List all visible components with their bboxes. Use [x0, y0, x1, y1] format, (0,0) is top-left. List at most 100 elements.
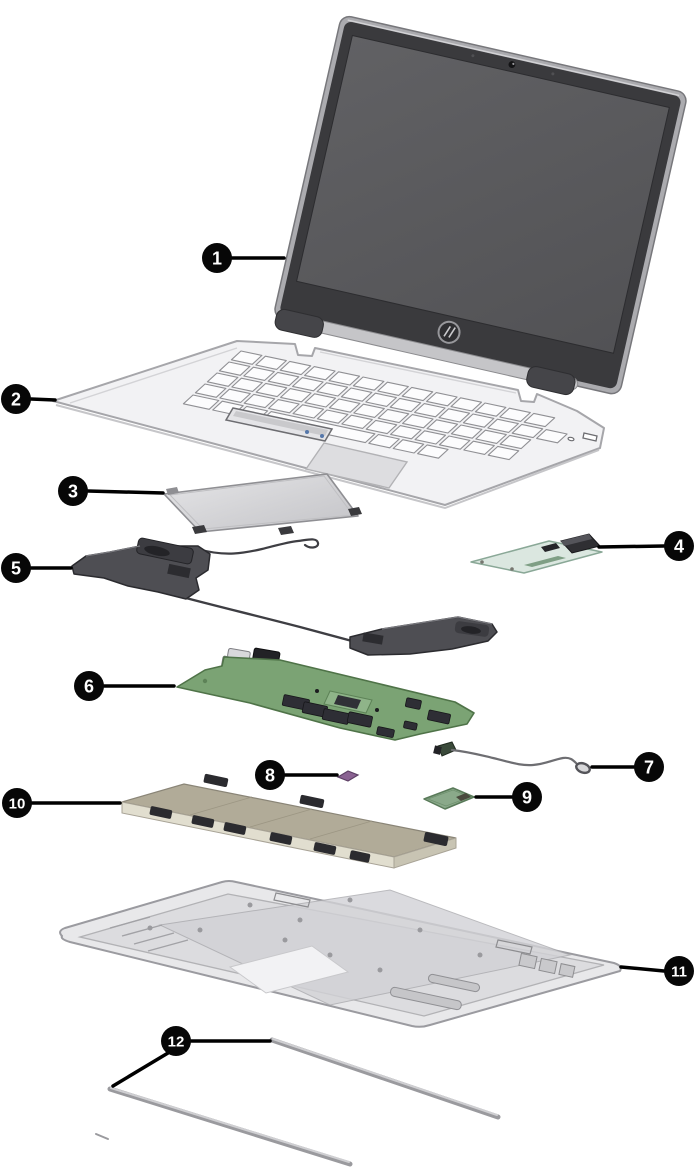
callout-number: 3: [68, 481, 78, 501]
keyboard-key: [487, 445, 520, 461]
keyboard-key: [475, 429, 507, 444]
speaker-kit: [71, 537, 498, 656]
touchpad-clip-1: [192, 525, 207, 534]
foot-strip-1-highlight: [272, 1038, 498, 1116]
keyboard-key: [267, 371, 300, 387]
io-usb-connector-top: [561, 534, 592, 546]
keyboard-key: [255, 355, 287, 370]
hp-logo-icon: [437, 320, 461, 344]
keyboard-key: [231, 377, 263, 392]
callout-balloon: [74, 671, 104, 701]
bottom-cover-screw-bosses: [147, 897, 483, 973]
keyboard-key: [390, 425, 422, 440]
keyboard-key: [536, 429, 568, 444]
touchpad-clip-3: [348, 507, 362, 516]
top-cover-with-keyboard: [52, 340, 605, 510]
bottom-cover-hinge-cutouts: [273, 892, 533, 955]
callout-balloon: [512, 782, 542, 812]
top-cover-thickness-edge: [55, 404, 600, 510]
stray-mark: [95, 1133, 109, 1140]
callout-number: 8: [265, 765, 275, 785]
keyboard-key: [182, 394, 220, 410]
cable-wire: [450, 748, 578, 767]
lid-rim-highlight: [347, 19, 680, 97]
speaker-left: [71, 537, 211, 600]
callout-system-board: 6: [74, 671, 176, 701]
keyboard-key: [255, 382, 288, 398]
callout-battery: 10: [2, 788, 122, 818]
keyboard-key: [426, 392, 458, 407]
keyboard-key: [487, 418, 519, 433]
keyboard-key: [389, 397, 422, 413]
callout-number: 1: [212, 248, 222, 268]
keyboard-key: [377, 408, 410, 424]
keyboard-key: [499, 407, 531, 422]
keyboard-key: [450, 424, 483, 439]
callout-touchpad: 3: [58, 476, 165, 506]
callout-rubber-foot-strips: 12: [111, 1026, 272, 1088]
keyboard-key: [368, 433, 400, 449]
top-cover-inner-lip: [69, 347, 517, 404]
keyboard-key: [206, 372, 239, 387]
bottom-cover-label-area: [228, 945, 350, 994]
callout-balloon: [161, 1026, 191, 1056]
keyboard-key: [450, 397, 483, 412]
keyboard-cable-window: [224, 407, 334, 442]
speaker-left-tab: [167, 563, 191, 579]
callout-balloon: [202, 243, 232, 273]
keyboard-key: [304, 393, 337, 408]
callout-number: 12: [168, 1033, 185, 1050]
keyboard-key: [414, 403, 446, 418]
callout-leader-line: [29, 397, 57, 402]
mic-dot-left: [471, 54, 475, 58]
bottom-cover-bar-1: [389, 986, 462, 1011]
keyboard-key: [316, 409, 349, 424]
callout-balloon: [2, 788, 32, 818]
touchpad-recess: [304, 442, 409, 489]
bottom-cover-port-block: [518, 952, 576, 978]
keyboard-key: [523, 412, 556, 428]
touchpad: [163, 473, 362, 535]
keyboard-key: [292, 404, 325, 419]
speaker-cable-long: [158, 589, 354, 643]
io-board-green-strip: [524, 556, 566, 567]
callout-number: 2: [11, 389, 21, 409]
foot-strip-1: [269, 1037, 501, 1120]
keyboard-key: [511, 423, 544, 439]
keyboard-key: [194, 383, 227, 398]
battery-clips: [149, 773, 449, 863]
keyboard-key: [438, 435, 471, 450]
keyboard-key: [462, 413, 495, 428]
cable-connector-tip: [433, 745, 442, 755]
callout-leader-line: [597, 544, 666, 549]
callout-number: 9: [522, 787, 532, 807]
rubber-foot-strips: [95, 1037, 501, 1167]
callout-speaker-kit: 5: [1, 553, 73, 583]
display-assembly: [274, 15, 687, 396]
hinge-left: [274, 308, 324, 338]
touchpad-clip-2: [278, 526, 294, 535]
usb-port-slot: [582, 432, 598, 442]
callout-bottom-cover: 11: [619, 956, 694, 986]
system-board-pcb: [176, 656, 475, 741]
bottom-cover-bar-2: [427, 973, 481, 993]
callout-display-assembly: 1: [202, 243, 286, 273]
callout-number: 6: [84, 676, 94, 696]
callout-leader-line: [619, 965, 666, 973]
callout-small-board: 9: [474, 782, 542, 812]
keyboard-key: [365, 419, 398, 435]
foot-strip-2: [107, 1086, 353, 1167]
io-board: [470, 533, 603, 574]
callout-balloon: [255, 760, 285, 790]
keyboard: [182, 350, 568, 461]
memory-chips: [281, 694, 451, 738]
keyboard-key: [292, 377, 324, 392]
speaker-right: [349, 616, 498, 656]
system-board: [176, 647, 475, 741]
callout-small-component: 8: [255, 760, 339, 790]
display-screen: [295, 34, 670, 354]
keyboard-key: [304, 366, 336, 381]
callout-balloon: [664, 956, 694, 986]
